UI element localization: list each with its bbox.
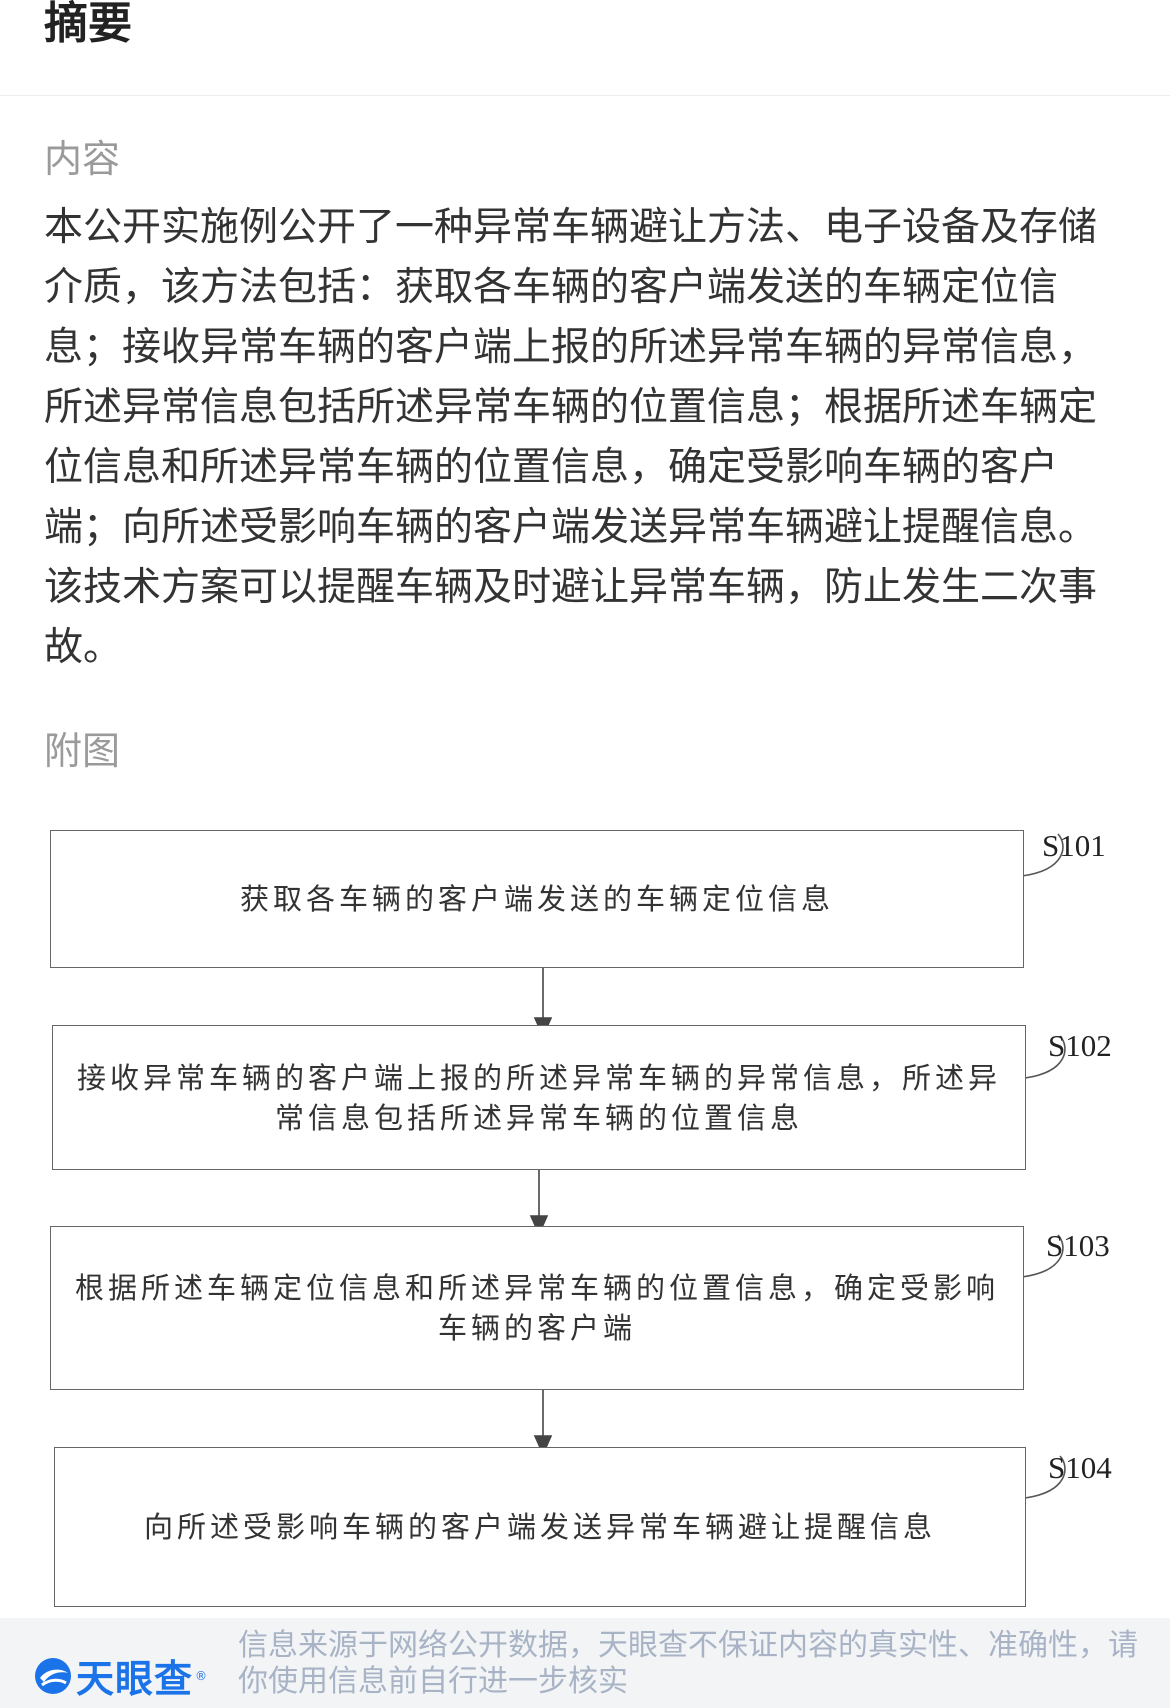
step-label-s103: S103 — [1046, 1228, 1110, 1263]
logo-mark-icon — [35, 1657, 71, 1694]
flow-step-s101-text: 获取各车辆的客户端发送的车辆定位信息 — [239, 882, 834, 916]
flow-step-s104: 向所述受影响车辆的客户端发送异常车辆避让提醒信息 — [54, 1447, 1026, 1607]
logo-text: 天眼查 — [76, 1657, 194, 1701]
disclaimer-text: 信息来源于网络公开数据，天眼查不保证内容的真实性、准确性，请你使用信息前自行进一… — [238, 1628, 1138, 1699]
flow-step-s103-text: 根据所述车辆定位信息和所述异常车辆的位置信息，确定受影响 车辆的客户端 — [74, 1271, 999, 1345]
footer-banner: 天眼查 ® 信息来源于网络公开数据，天眼查不保证内容的真实性、准确性，请你使用信… — [0, 1618, 1170, 1708]
flow-step-s101: 获取各车辆的客户端发送的车辆定位信息 — [50, 830, 1024, 968]
flow-step-s102: 接收异常车辆的客户端上报的所述异常车辆的异常信息，所述异 常信息包括所述异常车辆… — [52, 1025, 1026, 1170]
figure-section-label: 附图 — [44, 729, 121, 773]
abstract-text: 本公开实施例公开了一种异常车辆避让方法、电子设备及存储介质，该方法包括：获取各车… — [44, 205, 1098, 670]
callout-s103 — [1021, 1234, 1064, 1278]
content-section-label: 内容 — [44, 137, 121, 181]
page-title: 摘要 — [44, 0, 132, 49]
callout-s104 — [1024, 1455, 1066, 1499]
flow-step-s104-text: 向所述受影响车辆的客户端发送异常车辆避让提醒信息 — [143, 1510, 936, 1544]
step-label-s104: S104 — [1048, 1450, 1112, 1485]
callout-s102 — [1024, 1035, 1066, 1079]
callout-s101 — [1021, 833, 1064, 877]
step-label-s102: S102 — [1048, 1028, 1112, 1063]
page-header: 摘要 — [0, 0, 1170, 96]
registered-mark: ® — [195, 1668, 208, 1683]
flow-step-s102-text: 接收异常车辆的客户端上报的所述异常车辆的异常信息，所述异 常信息包括所述异常车辆… — [76, 1060, 1001, 1135]
flowchart-figure: 获取各车辆的客户端发送的车辆定位信息 S101 接收异常车辆的客户端上报的所述异… — [0, 800, 1170, 1620]
tianyancha-logo[interactable]: 天眼查 ® — [32, 1648, 207, 1703]
flow-step-s103: 根据所述车辆定位信息和所述异常车辆的位置信息，确定受影响 车辆的客户端 — [50, 1226, 1024, 1390]
step-label-s101: S101 — [1042, 828, 1106, 863]
